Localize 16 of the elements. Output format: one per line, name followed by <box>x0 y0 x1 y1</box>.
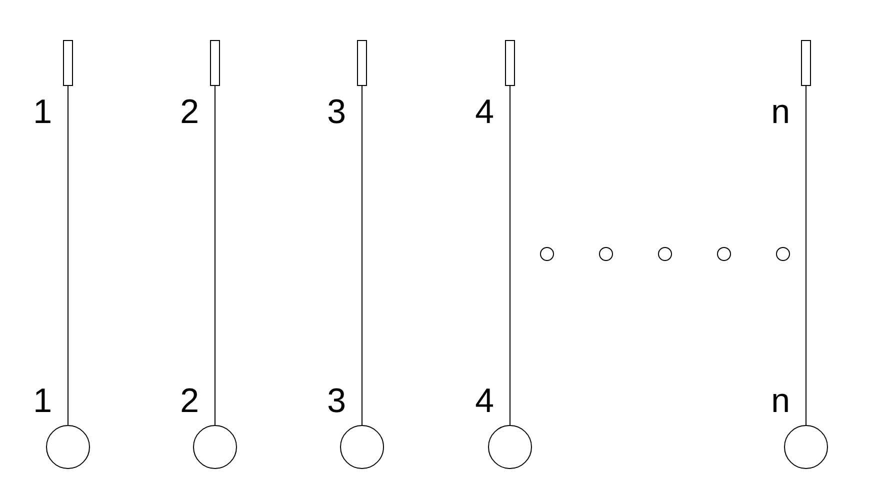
wire-number: 4 <box>475 384 494 418</box>
wire-number: 1 <box>33 384 52 418</box>
ellipsis-dot <box>717 247 731 261</box>
wire-number: 3 <box>327 384 346 418</box>
wire-line <box>214 86 216 426</box>
ellipsis-dot <box>599 247 613 261</box>
wire-number: 1 <box>33 95 52 129</box>
ellipsis-dot <box>658 247 672 261</box>
ellipsis-dot <box>540 247 554 261</box>
wire-number: n <box>771 95 790 129</box>
ellipsis-dot <box>776 247 790 261</box>
wire-number: 4 <box>475 95 494 129</box>
wire-number: 2 <box>180 95 199 129</box>
wire-number: n <box>771 384 790 418</box>
wire-number: 2 <box>180 384 199 418</box>
wire-number: 3 <box>327 95 346 129</box>
